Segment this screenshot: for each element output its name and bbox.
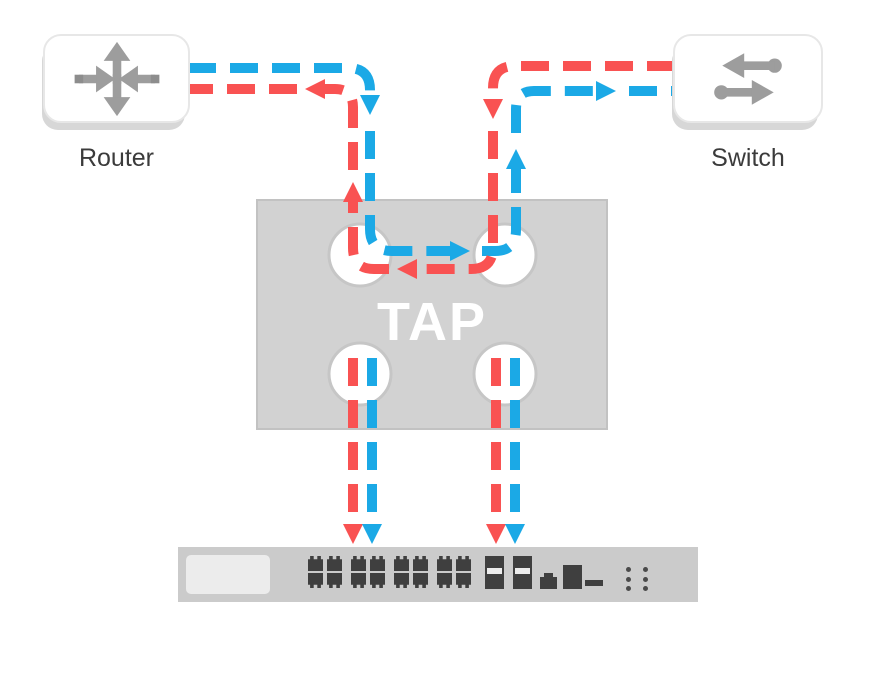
blue-flow-segment-4 — [511, 81, 616, 133]
switch-node: Switch — [673, 34, 823, 173]
blue-flow-segment-2 — [365, 131, 470, 261]
router-label: Router — [78, 144, 155, 172]
tap-box — [256, 199, 608, 430]
console-port — [540, 573, 557, 589]
rj45-port — [437, 556, 452, 571]
router-node: Router — [43, 34, 190, 173]
rj45-port — [308, 573, 323, 588]
rj45-port — [327, 573, 342, 588]
rj45-port-group — [351, 547, 385, 602]
vent-dot — [643, 586, 648, 591]
tap-port-monitor-left — [327, 341, 393, 407]
rj45-port — [351, 556, 366, 571]
blue-flow-router-to-switch — [188, 63, 675, 261]
rj45-port — [394, 556, 409, 571]
module-port — [563, 565, 582, 589]
sfp-slot — [515, 568, 530, 574]
tap-label: TAP — [377, 292, 487, 352]
router-box — [43, 34, 190, 123]
vent-dot — [626, 586, 631, 591]
appliance-faceplate-panel — [186, 555, 270, 594]
vent-dot — [643, 567, 648, 572]
rj45-port-group — [394, 547, 428, 602]
rj45-port — [308, 556, 323, 571]
vent-dot — [626, 577, 631, 582]
sfp-slot — [487, 568, 502, 574]
red-flow-segment-2 — [397, 131, 498, 279]
blue-flow-segment-3 — [482, 149, 526, 256]
sfp-port — [513, 556, 532, 589]
tap-port-monitor-right — [472, 341, 538, 407]
rj45-port — [370, 573, 385, 588]
console-port-bump — [544, 573, 553, 577]
red-flow-segment-1 — [483, 61, 675, 119]
red-flow-segment-4 — [305, 79, 358, 170]
rj45-port — [327, 556, 342, 571]
switch-box — [673, 34, 823, 123]
rj45-port — [413, 556, 428, 571]
switch-label: Switch — [711, 144, 785, 172]
slot-bar — [585, 580, 603, 586]
rj45-port — [351, 573, 366, 588]
red-flow-segment-3 — [343, 182, 389, 274]
rj45-port-group — [308, 547, 342, 602]
vent-dot — [626, 567, 631, 572]
rj45-port — [456, 556, 471, 571]
rj45-port — [370, 556, 385, 571]
sfp-port — [485, 556, 504, 589]
red-flow-switch-to-router — [188, 61, 675, 279]
vent-dot — [643, 577, 648, 582]
tap-port-network-left — [327, 222, 393, 288]
rj45-port-group — [437, 547, 471, 602]
rj45-port — [456, 573, 471, 588]
switch-icon — [714, 52, 782, 105]
router-icon — [74, 41, 159, 116]
monitor-appliance — [178, 547, 698, 602]
rj45-port — [437, 573, 452, 588]
rj45-port — [413, 573, 428, 588]
rj45-port — [394, 573, 409, 588]
monitor-feeds — [343, 358, 525, 544]
blue-flow-segment-1 — [188, 63, 380, 115]
